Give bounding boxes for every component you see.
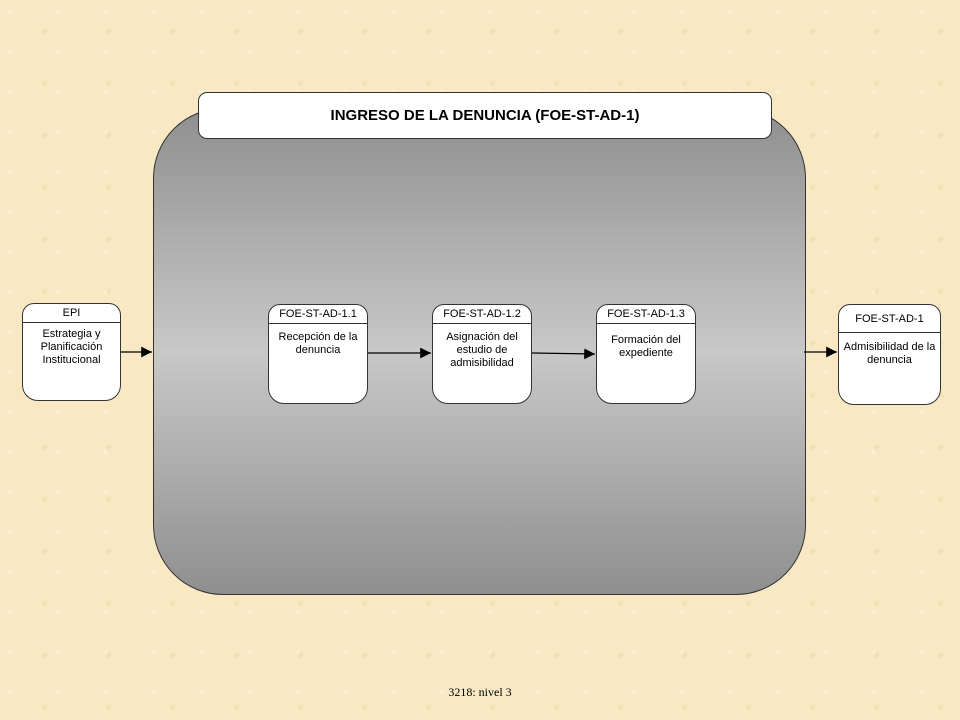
process-title-text: INGRESO DE LA DENUNCIA (FOE-ST-AD-1) — [330, 107, 640, 124]
step-node-3-desc: Formación del expediente — [611, 334, 681, 359]
input-node-desc: Estrategia y Planificación Institucional — [40, 328, 103, 366]
input-node-epi: EPI Estrategia y Planificación Instituci… — [22, 303, 121, 401]
step-node-2-code: FOE-ST-AD-1.2 — [433, 305, 531, 324]
step-node-1-desc: Recepción de la denuncia — [278, 331, 358, 356]
footer-caption: 3218: nivel 3 — [448, 685, 512, 699]
output-node-code: FOE-ST-AD-1 — [839, 305, 940, 333]
process-title: INGRESO DE LA DENUNCIA (FOE-ST-AD-1) — [198, 92, 772, 139]
step-node-1: FOE-ST-AD-1.1 Recepción de la denuncia — [268, 304, 368, 404]
step-node-2: FOE-ST-AD-1.2 Asignación del estudio de … — [432, 304, 532, 404]
output-node-desc: Admisibilidad de la denuncia — [843, 341, 936, 366]
step-node-3-code: FOE-ST-AD-1.3 — [597, 305, 695, 324]
step-node-3: FOE-ST-AD-1.3 Formación del expediente — [596, 304, 696, 404]
step-node-2-desc: Asignación del estudio de admisibilidad — [446, 331, 518, 369]
step-node-1-code: FOE-ST-AD-1.1 — [269, 305, 367, 324]
input-node-code: EPI — [23, 304, 120, 323]
output-node: FOE-ST-AD-1 Admisibilidad de la denuncia — [838, 304, 941, 405]
